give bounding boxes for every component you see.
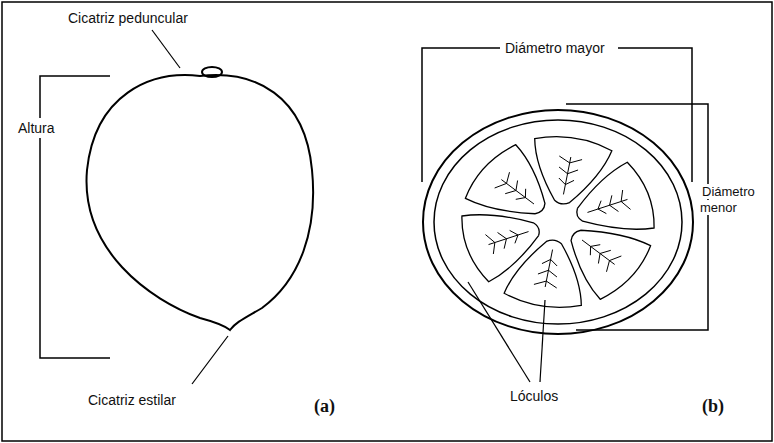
diameter-bracket	[566, 104, 708, 330]
panel-letter: (a)	[312, 396, 337, 416]
diameter-bracket	[422, 48, 500, 182]
part-label: Cicatriz peduncular	[66, 10, 190, 26]
locules	[462, 137, 654, 308]
peduncle-scar	[202, 67, 222, 77]
placenta	[485, 230, 528, 254]
placenta	[559, 156, 582, 194]
leader-line	[152, 30, 180, 68]
part-label: Cicatriz estilar	[86, 392, 178, 408]
locule	[465, 145, 545, 214]
dimension-label: Diámetro mayor	[503, 40, 607, 56]
locule	[504, 240, 581, 307]
dimension-label: Altura	[16, 120, 57, 136]
placenta	[587, 190, 630, 214]
dimension-label: Altura	[16, 120, 57, 136]
panel-letter: (a)	[312, 398, 337, 414]
locule	[571, 230, 651, 299]
locule	[577, 162, 654, 229]
part-label: Cicatriz peduncular	[66, 10, 190, 26]
section-outline	[423, 110, 693, 334]
placenta	[495, 172, 534, 204]
placenta	[534, 250, 557, 288]
panel-letter: (b)	[700, 396, 726, 416]
placenta	[582, 240, 621, 272]
locule	[462, 215, 539, 282]
leader-line	[540, 300, 545, 382]
dimension-label: Diámetro menor	[700, 184, 766, 216]
panel-letter: (b)	[700, 398, 726, 414]
height-bracket	[40, 138, 110, 358]
locule	[535, 137, 612, 204]
part-label: Cicatriz estilar	[86, 392, 178, 408]
leader-line	[192, 336, 228, 384]
dimension-label: Diámetro mayor	[503, 40, 607, 56]
height-bracket	[40, 76, 110, 118]
dimension-label: Diámetro menor	[700, 184, 755, 215]
pericarp-inner	[434, 120, 682, 324]
part-label: Lóculos	[508, 388, 560, 404]
part-label: Lóculos	[508, 388, 560, 404]
fruit-outline	[87, 75, 314, 330]
diameter-bracket	[618, 48, 692, 182]
leader-line	[468, 282, 530, 382]
